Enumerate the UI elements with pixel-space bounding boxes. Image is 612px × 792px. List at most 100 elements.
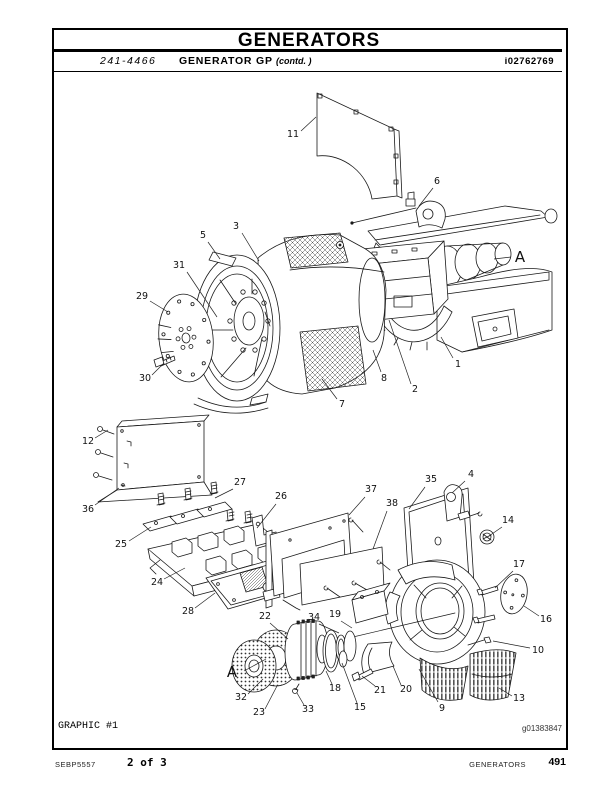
bearing-housing-part [385,559,486,701]
callout-leader-12 [94,429,109,439]
doc-id: i02762769 [504,56,554,67]
callout-37: 37 [365,484,377,495]
callout-leader-7 [321,378,338,400]
graphic-label: GRAPHIC #1 [58,721,119,732]
callout-leader-20 [392,665,402,686]
callout-36: 36 [82,504,94,515]
callout-leader-19 [340,620,353,629]
callout-34: 34 [308,612,320,623]
graphic-id: g01383847 [521,724,562,733]
callout-leader-23 [264,685,278,710]
callout-leader-24 [163,567,186,580]
callout-21: 21 [374,685,386,696]
frame-base-part [350,191,558,353]
callout-leader-16 [523,605,540,617]
callout-leader-18 [325,670,333,685]
manual-code: SEBP5557 [55,760,96,769]
callout-27: 27 [234,477,246,488]
callout-5: 5 [200,230,206,241]
callout-leader-A [493,256,512,260]
terminal-block-part [142,481,315,610]
callout-leader-10 [492,640,531,649]
section-title: GENERATORS [237,30,381,51]
callout-13: 13 [513,693,525,704]
callout-26: 26 [275,491,287,502]
callout-A: A [515,248,526,266]
callout-leader-38 [372,510,388,550]
callout-28: 28 [182,606,194,617]
callout-18: 18 [329,683,341,694]
callout-A: A [227,663,238,681]
page-number: 491 [548,756,566,768]
housing-bolts-part [467,585,499,646]
contd-note: (contd. ) [276,56,312,66]
rear-screen-part [469,649,517,701]
callout-14: 14 [502,515,514,526]
callout-leader-13 [498,687,513,697]
callout-2: 2 [412,384,418,395]
callout-leader-26 [256,503,277,529]
callout-24: 24 [151,577,163,588]
callout-10: 10 [532,645,544,656]
callout-leader-31 [186,271,218,318]
page-indicator: 2 of 3 [127,756,167,769]
callout-31: 31 [173,260,185,271]
stator-drum-part [257,232,387,395]
callout-leader-4 [451,480,466,494]
callout-leader-34 [318,623,340,634]
plug-part [479,529,495,545]
part-number: 241-4466 [100,55,157,67]
baffle-panel-part [316,92,403,200]
callout-6: 6 [434,176,440,187]
header-divider [54,49,562,52]
callout-leader-30 [151,362,165,376]
callout-leader-9 [418,668,439,703]
terminal-studs-part [156,481,253,524]
callout-leader-15 [341,662,358,704]
callout-leader-27 [214,488,234,499]
callout-3: 3 [233,221,239,232]
callout-1: 1 [455,359,461,370]
callout-7: 7 [339,399,345,410]
callout-leader-A [243,658,267,672]
callout-15: 15 [354,702,366,713]
callout-leader-17 [494,570,514,589]
callout-leader-2 [388,319,412,385]
page-border [52,28,568,750]
callout-leader-21 [361,675,376,687]
callout-leader-37 [348,496,366,516]
callout-leader-36 [94,487,120,506]
callout-8: 8 [381,373,387,384]
callout-20: 20 [400,684,412,695]
callout-leader-25 [128,526,152,542]
air-scoop-part [351,641,395,682]
callout-leader-14 [488,526,503,537]
callout-29: 29 [136,291,148,302]
callout-leader-5 [207,241,221,260]
callout-35: 35 [425,474,437,485]
exciter-stator-part [351,582,391,624]
callout-9: 9 [439,703,445,714]
callout-16: 16 [540,614,552,625]
callout-25: 25 [115,539,127,550]
callout-12: 12 [82,436,94,447]
mounting-bracket-part [93,414,213,503]
callout-19: 19 [329,609,341,620]
footer-section: GENERATORS [469,760,526,769]
callout-33: 33 [302,704,314,715]
callout-4: 4 [468,469,474,480]
callout-17: 17 [513,559,525,570]
callout-leader-32 [247,678,264,695]
callout-leader-3 [241,232,260,262]
callout-leader-11 [300,116,317,132]
part-name: GENERATOR GP [179,55,273,67]
exciter-rotor-part [231,612,456,694]
callout-leader-1 [440,336,454,359]
callout-leader-33 [296,692,305,706]
callout-38: 38 [386,498,398,509]
callout-22: 22 [259,611,271,622]
callout-32: 32 [235,692,247,703]
